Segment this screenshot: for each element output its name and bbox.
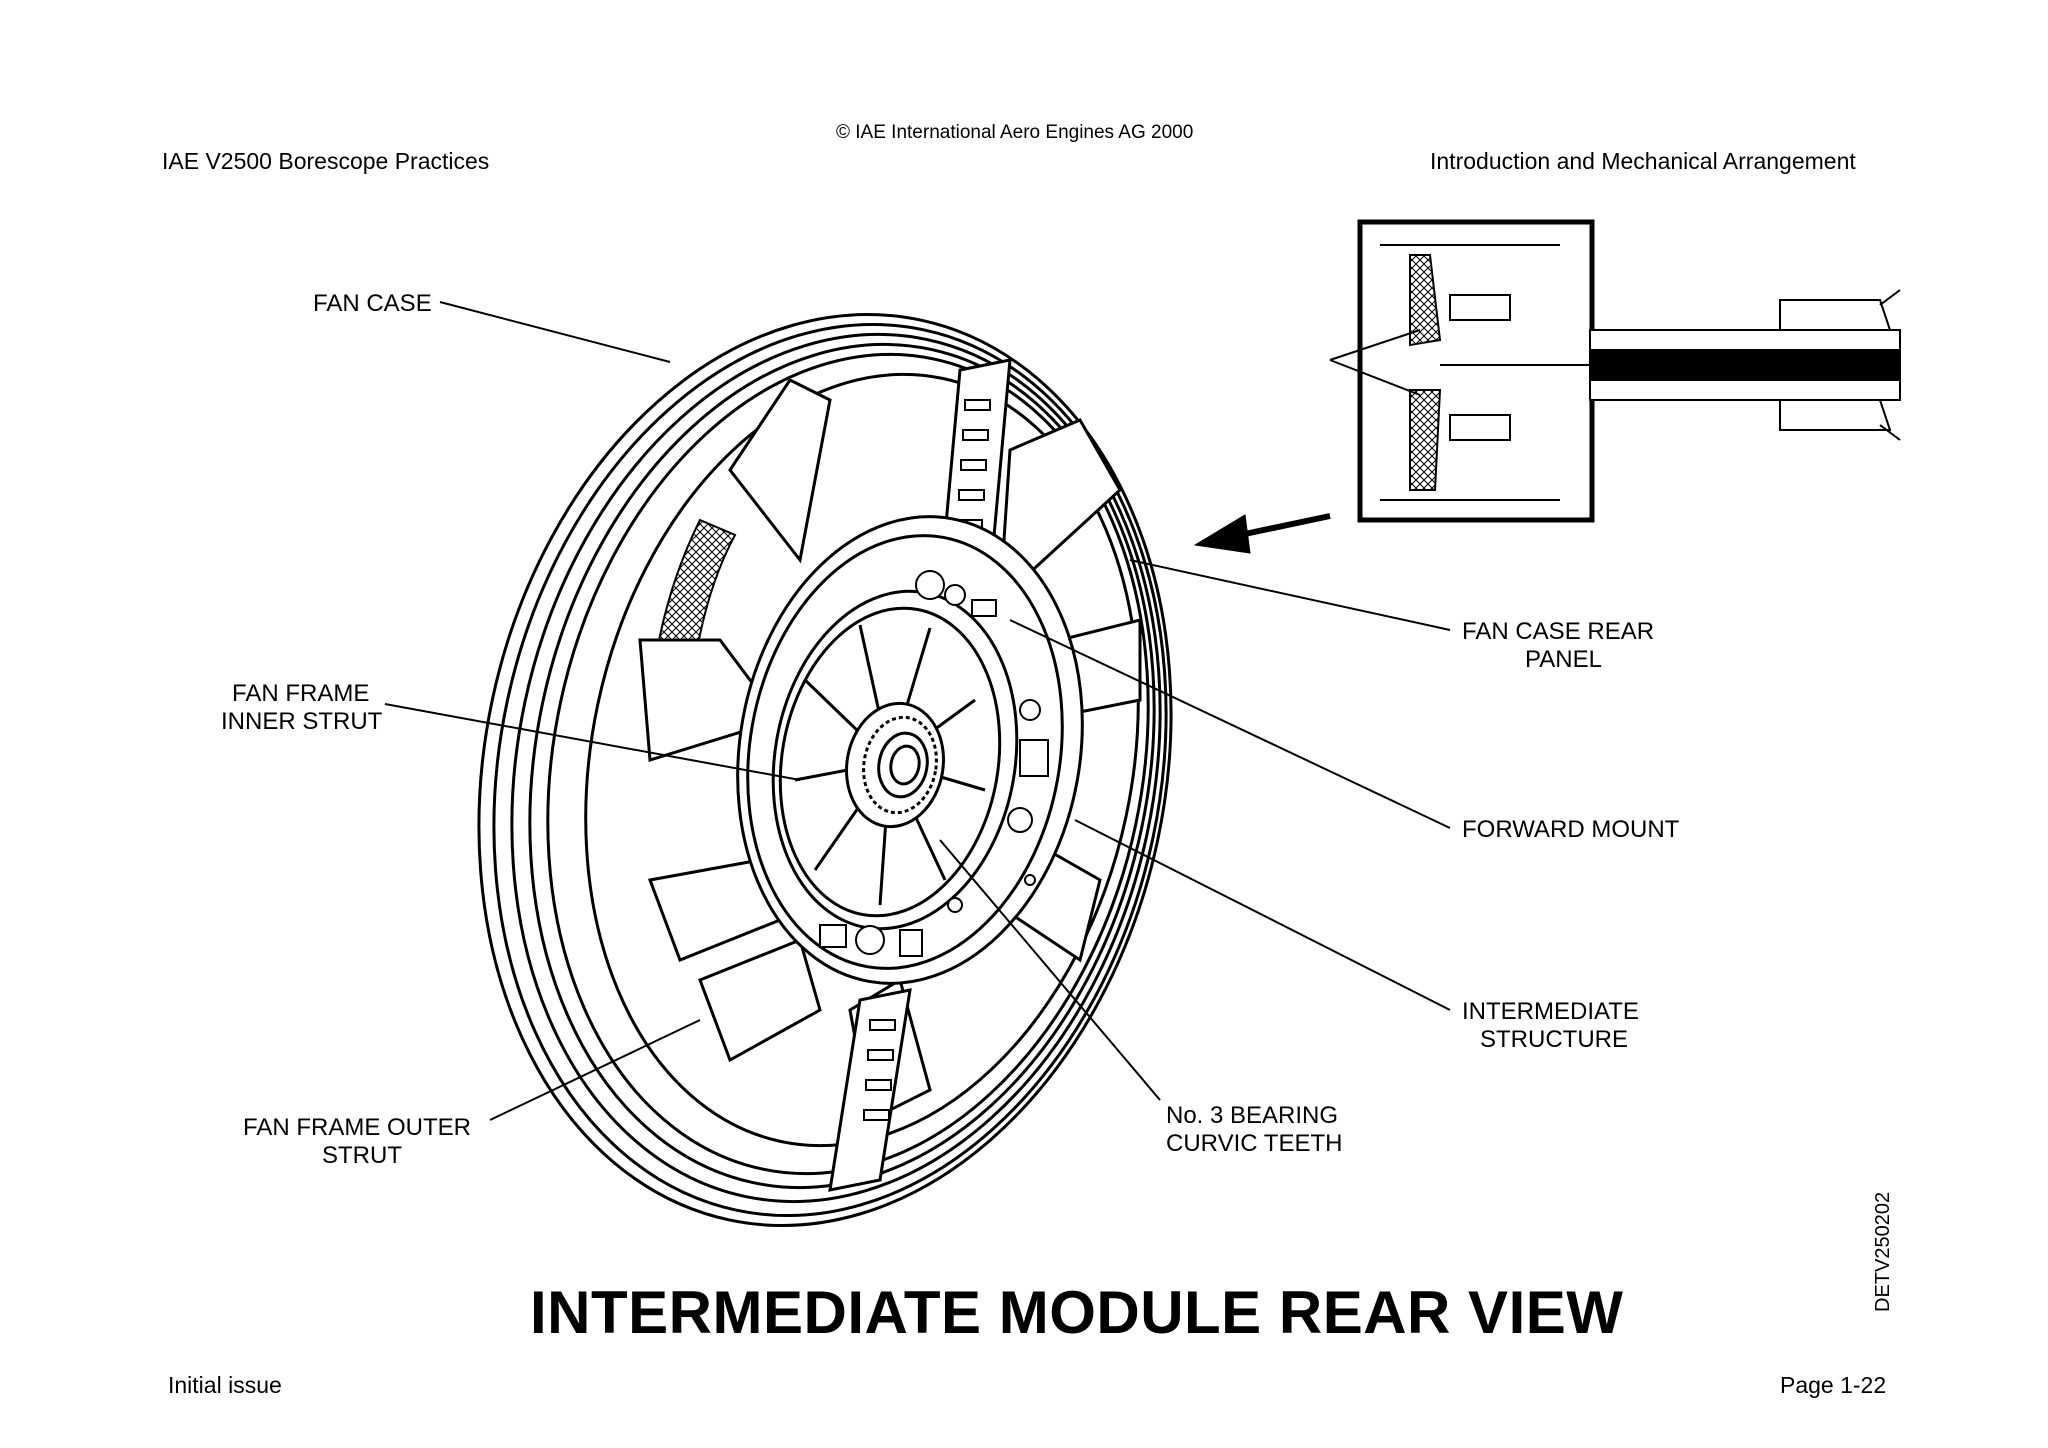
label-bearing-line1: No. 3 BEARING (1166, 1102, 1339, 1129)
leader-lines (384, 301, 1451, 1121)
label-bearing-line2: CURVIC TEETH (1166, 1130, 1343, 1157)
fan-case-rings (477, 313, 1173, 1227)
label-fan-case-rear-panel-line2: PANEL (1525, 646, 1602, 673)
label-fan-frame-outer-strut-line1: FAN FRAME OUTER (243, 1114, 472, 1141)
label-fan-frame-inner-strut-line2: INNER STRUT (221, 708, 383, 735)
bearing-hub (845, 701, 945, 829)
engine-cross-section-inset (1329, 219, 1901, 523)
footer-issue: Initial issue (168, 1372, 282, 1398)
label-intermediate-structure-line2: STRUCTURE (1480, 1026, 1628, 1053)
header-section-title: Introduction and Mechanical Arrangement (1430, 148, 1856, 174)
label-fan-case: FAN CASE (313, 290, 432, 317)
pointer-arrow (1193, 513, 1331, 554)
disc-fittings (819, 570, 1049, 957)
page-title: INTERMEDIATE MODULE REAR VIEW (530, 1279, 1624, 1346)
label-forward-mount: FORWARD MOUNT (1462, 816, 1680, 843)
figure-code: DETV250202 (1872, 1191, 1894, 1312)
label-fan-frame-inner-strut-line1: FAN FRAME (232, 680, 370, 707)
label-fan-case-rear-panel-line1: FAN CASE REAR (1462, 618, 1655, 645)
header-document-title: IAE V2500 Borescope Practices (162, 148, 490, 174)
header-copyright: © IAE International Aero Engines AG 2000 (836, 122, 1194, 143)
label-fan-frame-outer-strut-line2: STRUT (322, 1142, 402, 1169)
footer-page-number: Page 1-22 (1780, 1372, 1887, 1398)
label-intermediate-structure-line1: INTERMEDIATE (1462, 998, 1639, 1025)
